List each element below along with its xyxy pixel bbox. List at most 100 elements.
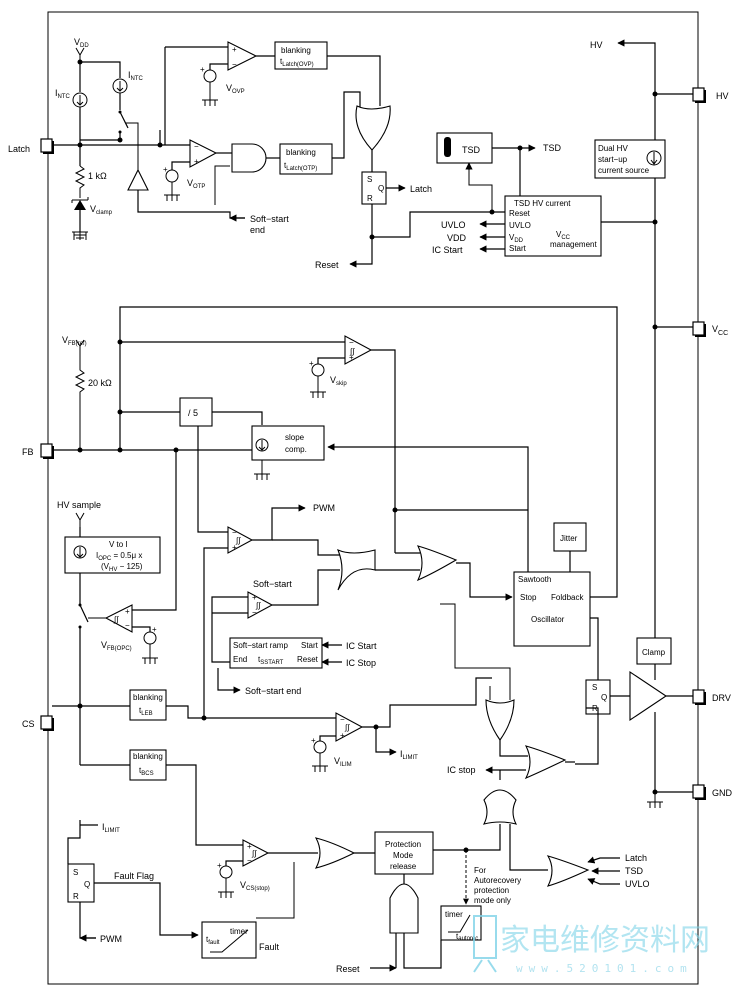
slope-comp [251,425,325,461]
clamp-block [636,637,672,665]
svg-text:+: + [194,157,199,166]
pin-latch[interactable]: Latch [8,138,54,154]
ic-start-in-label: IC Start [346,641,377,651]
driver-buffer [629,670,667,722]
softstart-end-1: Soft−start [250,214,289,224]
pwm-top-label: PWM [313,503,335,513]
svg-text:Jitter: Jitter [560,534,578,543]
fault-or-gate [314,837,356,869]
pin-vcc-label: VCC [712,324,728,337]
latch-tsd-or-gate [546,855,590,887]
softstart-ramp [229,637,323,669]
svg-text:release: release [390,862,417,871]
autorec-4: mode only [474,896,511,905]
svg-text:∫∫: ∫∫ [235,536,241,545]
svg-text:Start: Start [301,641,319,650]
pin-hv[interactable]: HV [692,87,729,103]
svg-text:S: S [592,683,597,692]
pwm-or-gate [336,548,376,591]
svg-text:+: + [200,65,205,74]
svg-text:IOPC = 0.5μ x: IOPC = 0.5μ x [96,551,142,562]
pin-gnd[interactable]: GND [692,784,733,800]
pin-drv[interactable]: DRV [692,689,731,705]
vcc-management: TSD HV current Reset UVLO VDD Start VCC … [504,195,602,257]
icstart-in-label: IC Start [432,245,463,255]
pwm-comparator [227,526,254,554]
svg-text:Foldback: Foldback [551,593,584,602]
svg-text:+: + [163,165,168,174]
uvlo-in-label: UVLO [441,220,466,230]
latch-in-label: Latch [625,853,647,863]
svg-text:tautorec: tautorec [456,932,478,942]
svg-text:−: − [232,528,237,537]
ilimit-out-label: ILIMIT [400,749,418,761]
stop-or-gate [416,545,458,582]
svg-text:Stop: Stop [520,593,537,602]
svg-text:Sawtooth: Sawtooth [518,575,551,584]
ovp-comparator [227,41,258,71]
svg-text:Start: Start [509,244,527,253]
svg-text:+: + [349,353,354,362]
pin-cs[interactable]: CS [22,715,54,731]
svg-text:Oscillator: Oscillator [531,615,565,624]
ic-stop-or-gate [524,745,567,780]
pin-vcc[interactable]: VCC [692,321,728,337]
tsd-block: TSD [436,132,493,164]
svg-text:blanking: blanking [133,752,163,761]
svg-text:∫∫: ∫∫ [113,615,119,624]
svg-text:+: + [125,607,130,616]
pin-drv-label: DRV [712,693,731,703]
pin-gnd-label: GND [712,788,733,798]
svg-text:+: + [232,45,237,54]
svg-text:blanking: blanking [286,148,316,157]
blanking-otp [279,143,333,175]
svg-text:+: + [311,736,316,745]
svg-text:End: End [233,655,247,664]
hv-sample-label: HV sample [57,500,101,510]
svg-text:Clamp: Clamp [642,648,666,657]
autorec-1: For [474,866,486,875]
svg-text:tSSTART: tSSTART [258,655,284,666]
ilim-comparator [335,712,364,742]
intc-right-label: INTC [128,70,144,82]
svg-text:∫∫: ∫∫ [344,723,350,732]
tsd-in-label: TSD [625,866,644,876]
ic-outline [47,11,699,985]
svg-text:tfault: tfault [206,935,220,946]
svg-text:V to I: V to I [109,540,128,549]
pin-fb[interactable]: FB [22,443,54,459]
pin-cs-label: CS [22,719,35,729]
svg-text:comp.: comp. [285,445,307,454]
r1k-label: 1 kΩ [88,171,107,181]
svg-text:R: R [73,892,79,901]
uvlo-in2-label: UVLO [625,879,650,889]
svg-text:TSD: TSD [462,145,481,155]
svg-text:+: + [232,543,237,552]
vilim-label: VILIM [334,756,352,768]
svg-text:VCC: VCC [556,230,571,241]
svg-text:−: − [252,608,257,617]
votp-label: VOTP [187,178,205,190]
svg-text:+: + [152,625,157,634]
svg-text:+: + [252,593,257,602]
svg-text:+: + [340,731,345,740]
latch-sr [361,171,387,205]
svg-text:∫∫: ∫∫ [251,849,257,858]
svg-text:tLatch(OTP): tLatch(OTP) [284,161,317,172]
cs-stop-comparator [242,839,270,867]
reset-in-label: Reset [336,964,360,974]
svg-text:(VHV − 125): (VHV − 125) [101,562,143,573]
svg-text:slope: slope [285,433,305,442]
watermark-text: 家电维修资料网 [500,923,710,958]
blanking-leb [129,689,167,721]
dual-hv-source: Dual HV start−up current source [594,139,666,179]
oscillator-block [513,571,591,647]
svg-text:R: R [367,194,373,203]
svg-text:−: − [349,338,354,347]
r20k-label: 20 kΩ [88,378,112,388]
svg-text:blanking: blanking [133,693,163,702]
svg-text:current source: current source [598,166,650,175]
svg-text:Mode: Mode [393,851,414,860]
svg-text:timer: timer [445,910,463,919]
